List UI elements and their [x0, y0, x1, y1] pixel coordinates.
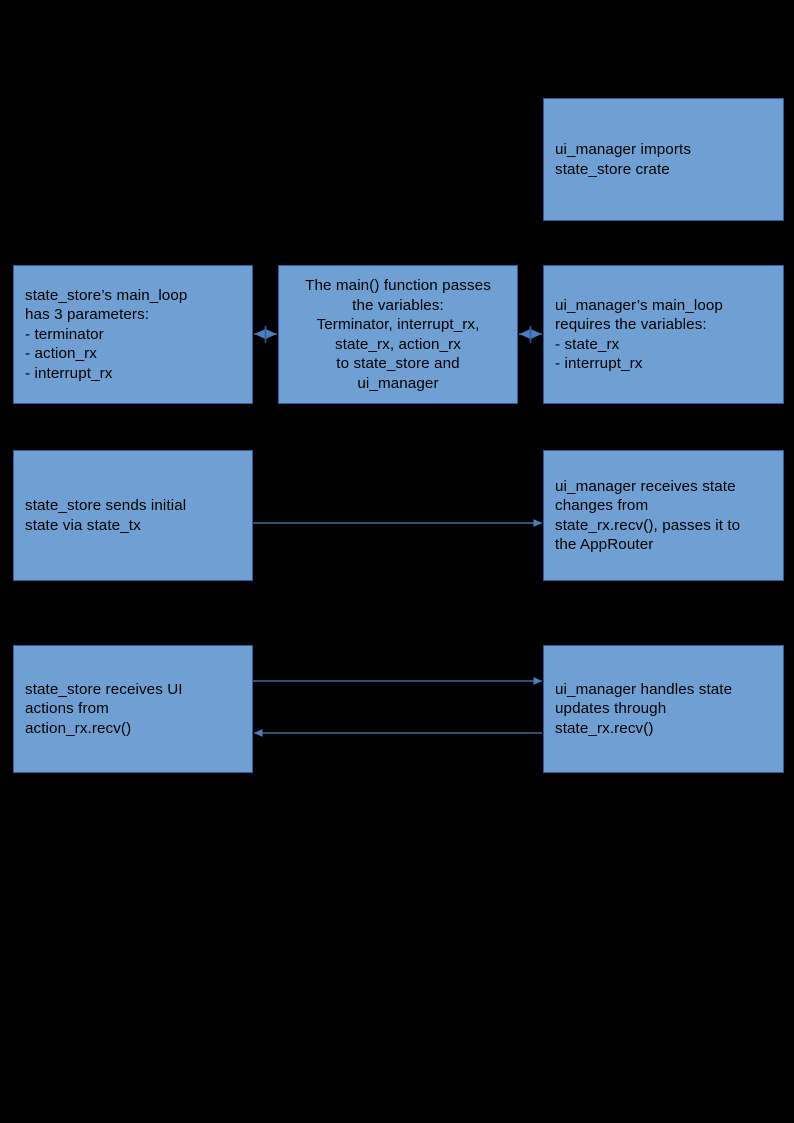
- node-ui-manager-receives-state-changes[interactable]: ui_manager receives state changes from s…: [543, 450, 784, 581]
- node-main-function-passes-variables[interactable]: The main() function passes the variables…: [278, 265, 518, 404]
- node-ui-manager-main-loop-requires[interactable]: ui_manager’s main_loop requires the vari…: [543, 265, 784, 404]
- connector-state-params-to-main-passes: [254, 326, 277, 343]
- node-state-store-receives-ui-actions[interactable]: state_store receives UI actions from act…: [13, 645, 253, 773]
- connector-main-passes-to-ui-requires: [519, 326, 542, 343]
- node-ui-manager-imports[interactable]: ui_manager imports state_store crate: [543, 98, 784, 221]
- node-ui-manager-handles-state-updates[interactable]: ui_manager handles state updates through…: [543, 645, 784, 773]
- node-state-store-sends-initial-state[interactable]: state_store sends initial state via stat…: [13, 450, 253, 581]
- node-state-store-main-loop-parameters[interactable]: state_store’s main_loop has 3 parameters…: [13, 265, 253, 404]
